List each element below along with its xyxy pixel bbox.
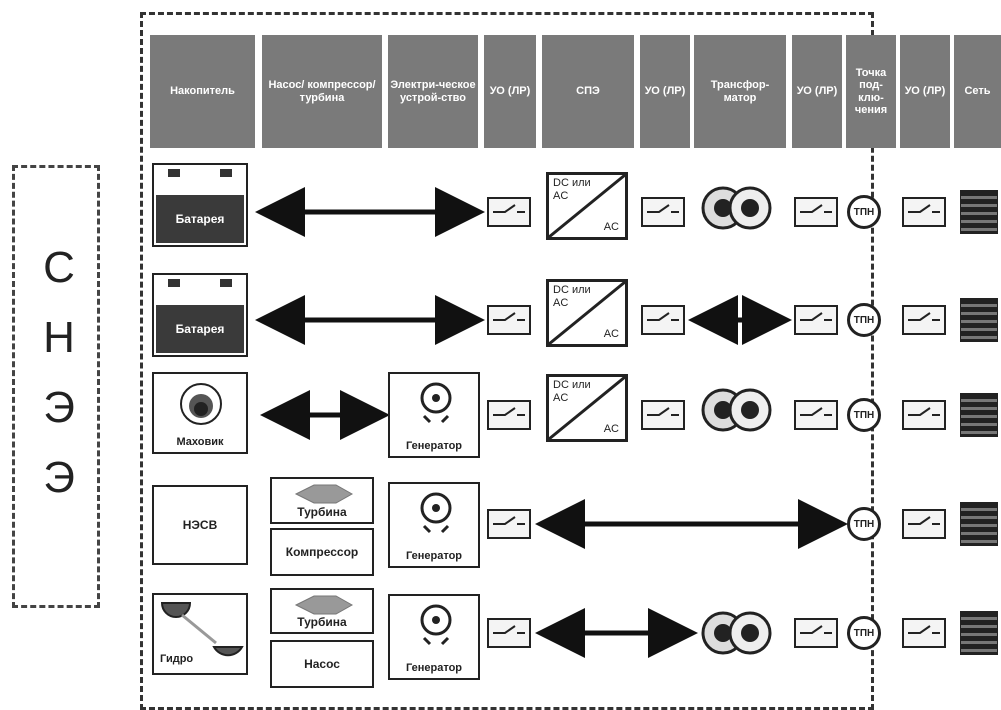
- switch-icon: [794, 197, 838, 227]
- converter-label-bottom: AC: [603, 423, 619, 435]
- connection-point-icon: ТПН: [847, 507, 881, 541]
- transformer-icon: [701, 388, 772, 432]
- generator-label: Генератор: [405, 440, 463, 452]
- grid-icon: [960, 393, 998, 437]
- switch-icon: [794, 305, 838, 335]
- converter-label-top: DC или AC: [553, 379, 591, 404]
- header-uo-2: УО (ЛР): [640, 35, 690, 148]
- grid-icon: [960, 190, 998, 234]
- turbine-box: Турбина: [270, 477, 374, 524]
- side-letter-3: Э: [43, 383, 75, 432]
- grid-icon: [960, 298, 998, 342]
- converter-icon: DC или AC AC: [546, 374, 628, 442]
- generator-label: Генератор: [405, 662, 463, 674]
- switch-icon: [794, 400, 838, 430]
- switch-icon: [487, 400, 531, 430]
- turbine-box: Турбина: [270, 588, 374, 634]
- grid-icon: [960, 611, 998, 655]
- side-letter-2: Н: [43, 313, 75, 362]
- header-uo-3: УО (ЛР): [792, 35, 842, 148]
- switch-icon: [902, 400, 946, 430]
- connection-point-icon: ТПН: [847, 195, 881, 229]
- generator-box: Генератор: [388, 372, 480, 458]
- turbine-label: Турбина: [297, 615, 347, 629]
- switch-icon: [902, 509, 946, 539]
- converter-diagonal: [549, 282, 625, 344]
- converter-label-bottom: AC: [603, 328, 619, 340]
- switch-icon: [487, 305, 531, 335]
- hydro-drawing: [160, 602, 244, 657]
- generator-box: Генератор: [388, 482, 480, 568]
- turbine-label: Турбина: [297, 505, 347, 519]
- grid-icon: [960, 502, 998, 546]
- converter-diagonal: [549, 377, 625, 439]
- header-nakopitel: Накопитель: [150, 35, 255, 148]
- converter-icon: DC или AC AC: [546, 172, 628, 240]
- switch-icon: [902, 305, 946, 335]
- snee-label-box: С Н Э Э: [12, 165, 100, 608]
- nesv-label: НЭСВ: [182, 518, 218, 532]
- converter-label-bottom: AC: [603, 221, 619, 233]
- connection-point-icon: ТПН: [847, 303, 881, 337]
- pump-label: Насос: [304, 657, 340, 671]
- header-elektr: Электри-ческое устрой-ство: [388, 35, 478, 148]
- converter-icon: DC или AC AC: [546, 279, 628, 347]
- battery-icon: Батарея: [152, 163, 248, 247]
- switch-icon: [641, 197, 685, 227]
- hydro-label: Гидро: [160, 653, 194, 665]
- switch-icon: [487, 509, 531, 539]
- generator-box: Генератор: [388, 594, 480, 680]
- flywheel-label: Маховик: [176, 436, 224, 448]
- header-uo-4: УО (ЛР): [900, 35, 950, 148]
- generator-icon: [420, 382, 452, 424]
- battery-terminal-right: [220, 169, 232, 177]
- side-letter-1: С: [43, 243, 75, 292]
- converter-label-top: DC или AC: [553, 177, 591, 202]
- connection-point-icon: ТПН: [847, 398, 881, 432]
- header-transf: Трансфор-матор: [694, 35, 786, 148]
- generator-icon: [420, 492, 452, 534]
- turbine-icon: [294, 595, 354, 615]
- switch-icon: [487, 618, 531, 648]
- switch-icon: [902, 618, 946, 648]
- battery-icon: Батарея: [152, 273, 248, 357]
- switch-icon: [641, 400, 685, 430]
- flywheel-icon: Маховик: [152, 372, 248, 454]
- side-letter-4: Э: [43, 453, 75, 502]
- compressor-label: Компрессор: [285, 545, 359, 559]
- nesv-box: НЭСВ: [152, 485, 248, 565]
- switch-icon: [902, 197, 946, 227]
- connection-point-icon: ТПН: [847, 616, 881, 650]
- battery-label: Батарея: [156, 195, 244, 243]
- switch-icon: [487, 197, 531, 227]
- header-uo-1: УО (ЛР): [484, 35, 536, 148]
- battery-terminal-left: [168, 279, 180, 287]
- generator-icon: [420, 604, 452, 646]
- switch-icon: [641, 305, 685, 335]
- battery-terminal-left: [168, 169, 180, 177]
- turbine-icon: [294, 484, 354, 504]
- generator-label: Генератор: [405, 550, 463, 562]
- pump-box: Насос: [270, 640, 374, 688]
- compressor-box: Компрессор: [270, 528, 374, 576]
- converter-label-top: DC или AC: [553, 284, 591, 309]
- header-nasos: Насос/ компрессор/ турбина: [262, 35, 382, 148]
- battery-label: Батарея: [156, 305, 244, 353]
- transformer-icon: [701, 611, 772, 655]
- transformer-icon: [701, 186, 772, 230]
- switch-icon: [794, 618, 838, 648]
- battery-terminal-right: [220, 279, 232, 287]
- header-tochka: Точка под-клю-чения: [846, 35, 896, 148]
- converter-diagonal: [549, 175, 625, 237]
- header-set: Сеть: [954, 35, 1001, 148]
- flywheel-drawing: [180, 383, 222, 425]
- hydro-icon: Гидро: [152, 593, 248, 675]
- header-spz: СПЭ: [542, 35, 634, 148]
